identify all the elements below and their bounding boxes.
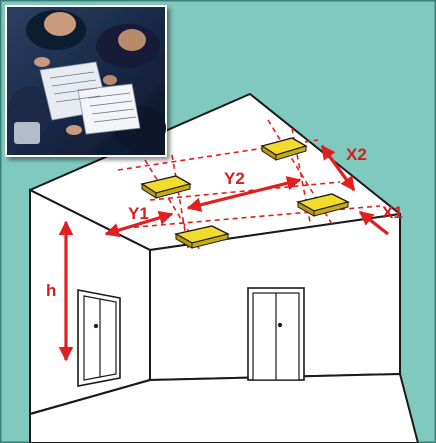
label-x1: X1	[382, 203, 403, 222]
dimension-arrows	[58, 144, 389, 362]
light-fixture-2	[260, 137, 308, 161]
label-y2: Y2	[224, 169, 245, 188]
business-meeting-photo	[5, 5, 167, 157]
arrow-y2	[186, 176, 302, 212]
floor-edge	[29, 379, 151, 415]
arrow-x2	[320, 144, 356, 192]
arrow-y1	[104, 210, 174, 238]
light-fixture-1	[140, 175, 192, 199]
label-h: h	[46, 281, 56, 300]
label-y1: Y1	[128, 204, 149, 223]
label-x2: X2	[346, 145, 367, 164]
left-door	[77, 289, 121, 387]
arrow-x1	[358, 210, 389, 236]
light-fixture-4	[296, 193, 350, 217]
right-door	[247, 287, 305, 381]
light-fixture-3	[174, 225, 231, 249]
